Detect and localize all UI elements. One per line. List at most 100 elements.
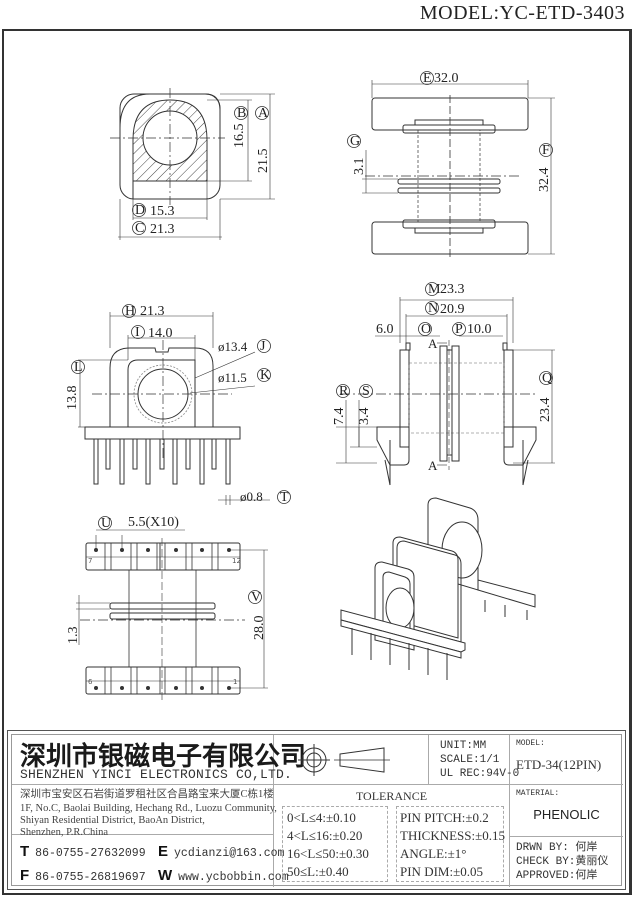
dim-label-T: T	[280, 490, 289, 505]
tolerance-length-box: 0<L≤4:±0.10 4<L≤16:±0.20 16<L≤50:±0.30 5…	[282, 806, 388, 882]
dim-label-D: D	[135, 203, 145, 218]
dim-value-M: 23.3	[440, 282, 465, 297]
tolerance-length-1: 4<L≤16:±0.20	[287, 828, 363, 843]
pin	[225, 438, 231, 485]
material-label: MATERIAL:	[516, 789, 560, 798]
fax-key: F	[20, 867, 30, 884]
tolerance-cell: TOLERANCE 0<L≤4:±0.10 4<L≤16:±0.20 16<L≤…	[274, 785, 510, 887]
dim-value-K: ø11.5	[218, 370, 247, 385]
dim-label-B: B	[237, 106, 246, 121]
address-cell: 深圳市宝安区石岩街道罗租社区合昌路宝来大厦C栋1楼 1F, No.C, Baol…	[12, 785, 277, 838]
pin-marker	[146, 686, 150, 690]
dim-value-H: 21.3	[140, 304, 165, 319]
company-name-cn: 深圳市银磁电子有限公司	[20, 742, 307, 772]
dim-label-N: N	[428, 301, 438, 316]
pin	[172, 438, 178, 485]
pin	[211, 438, 217, 470]
pin	[145, 438, 151, 485]
section-label-bottom: A	[428, 458, 438, 473]
phone-key: T	[20, 843, 30, 860]
dim-value-Q: 23.4	[538, 398, 553, 423]
bottom-pin-row	[85, 666, 241, 695]
dim-label-A: A	[258, 106, 269, 121]
isometric-view	[340, 497, 536, 680]
pin-marker	[174, 686, 178, 690]
unit-text: UNIT:MM	[440, 740, 487, 752]
pin-marker	[94, 548, 98, 552]
scale-text: SCALE:1/1	[440, 754, 500, 766]
pin-marker	[227, 686, 231, 690]
dim-value-P: 10.0	[467, 322, 492, 337]
dim-label-R: R	[339, 384, 349, 399]
dim-value-I: 14.0	[148, 326, 173, 341]
pin-marker	[146, 548, 150, 552]
web-key: W	[158, 867, 173, 884]
top-view	[347, 71, 555, 260]
address-en-line2: Shiyan Residential District, BaoAn Distr…	[20, 815, 205, 826]
address-en-line1: 1F, No.C, Baolai Building, Hechang Rd., …	[20, 803, 277, 814]
tolerance-pin-dim: PIN DIM:±0.05	[400, 864, 483, 879]
fax-value: 86-0755-26819697	[35, 871, 146, 884]
pin-number-7: 7	[88, 557, 92, 565]
dim-label-V: V	[251, 590, 261, 605]
pin-number-6: 6	[88, 678, 93, 686]
ul-rec-text: UL REC:94V-0	[440, 768, 520, 780]
dim-value-U: 5.5(X10)	[128, 515, 179, 530]
dim-value-R: 7.4	[332, 408, 347, 426]
pin-marker	[94, 686, 98, 690]
pin	[185, 438, 191, 470]
pin-markers	[94, 548, 231, 690]
dim-label-J: J	[260, 339, 266, 354]
dim-label-C: C	[135, 221, 144, 236]
third-angle-projection-icon	[298, 744, 390, 776]
material-value: PHENOLIC	[533, 807, 600, 822]
web-value[interactable]: www.ycbobbin.com	[178, 871, 289, 884]
approval-cell: DRWN BY: 何岸 CHECK BY:黄丽仪 APPROVED:何岸	[510, 837, 623, 887]
tolerance-pin-pitch: PIN PITCH:±0.2	[400, 810, 489, 825]
pin-marker	[200, 686, 204, 690]
dim-label-U: U	[101, 516, 111, 531]
pin	[105, 438, 111, 470]
email-value[interactable]: ycdianzi@163.com	[174, 847, 285, 860]
phone-value: 86-0755-27632099	[35, 847, 146, 860]
tolerance-length-3: 50≤L:±0.40	[287, 864, 349, 879]
dim-label-G: G	[350, 134, 360, 149]
model-cell: MODEL: ETD-34(12PIN)	[510, 735, 623, 785]
pin-number-12: 12	[232, 557, 241, 565]
pin-marker	[120, 686, 124, 690]
title-block: 深圳市银磁电子有限公司 SHENZHEN YINCI ELECTRONICS C…	[7, 730, 626, 890]
contact-fax: F 86-0755-26819697	[20, 867, 146, 884]
dim-value-S: 3.4	[357, 408, 372, 426]
dim-value-O: 6.0	[376, 322, 394, 337]
title-block-inner: 深圳市银磁电子有限公司 SHENZHEN YINCI ELECTRONICS C…	[11, 734, 623, 887]
company-name-en: SHENZHEN YINCI ELECTRONICS CO,LTD.	[20, 767, 293, 782]
dim-label-O: O	[421, 322, 431, 337]
drawing-frame	[2, 29, 632, 895]
company-cell: 深圳市银磁电子有限公司 SHENZHEN YINCI ELECTRONICS C…	[12, 735, 306, 785]
dim-value-V: 28.0	[252, 616, 267, 641]
dim-label-L: L	[74, 360, 83, 375]
dim-value-N: 20.9	[440, 302, 465, 317]
dim-value-D: 15.3	[150, 204, 175, 219]
right-flange	[503, 349, 514, 448]
bottom-view	[76, 516, 268, 700]
dim-value-T: ø0.8	[240, 489, 263, 504]
dim-value-L: 13.8	[65, 386, 80, 411]
tolerance-length-2: 16<L≤50:±0.30	[287, 846, 369, 861]
dim-label-Q: Q	[542, 371, 552, 386]
projection-symbol-cell	[274, 735, 429, 785]
dim-value-C: 21.3	[150, 222, 175, 237]
dim-value-1-3: 1.3	[66, 627, 81, 645]
pin	[199, 438, 205, 485]
material-cell: MATERIAL: PHENOLIC	[510, 785, 623, 837]
side-view	[336, 282, 555, 486]
address-cn: 深圳市宝安区石岩街道罗租社区合昌路宝来大厦C栋1楼	[20, 789, 274, 800]
email-key: E	[158, 843, 169, 860]
dim-value-E: 32.0	[434, 71, 459, 86]
pins	[93, 438, 231, 485]
model-title: MODEL:YC-ETD-3403	[419, 2, 625, 24]
model-value: ETD-34(12PIN)	[516, 757, 602, 772]
